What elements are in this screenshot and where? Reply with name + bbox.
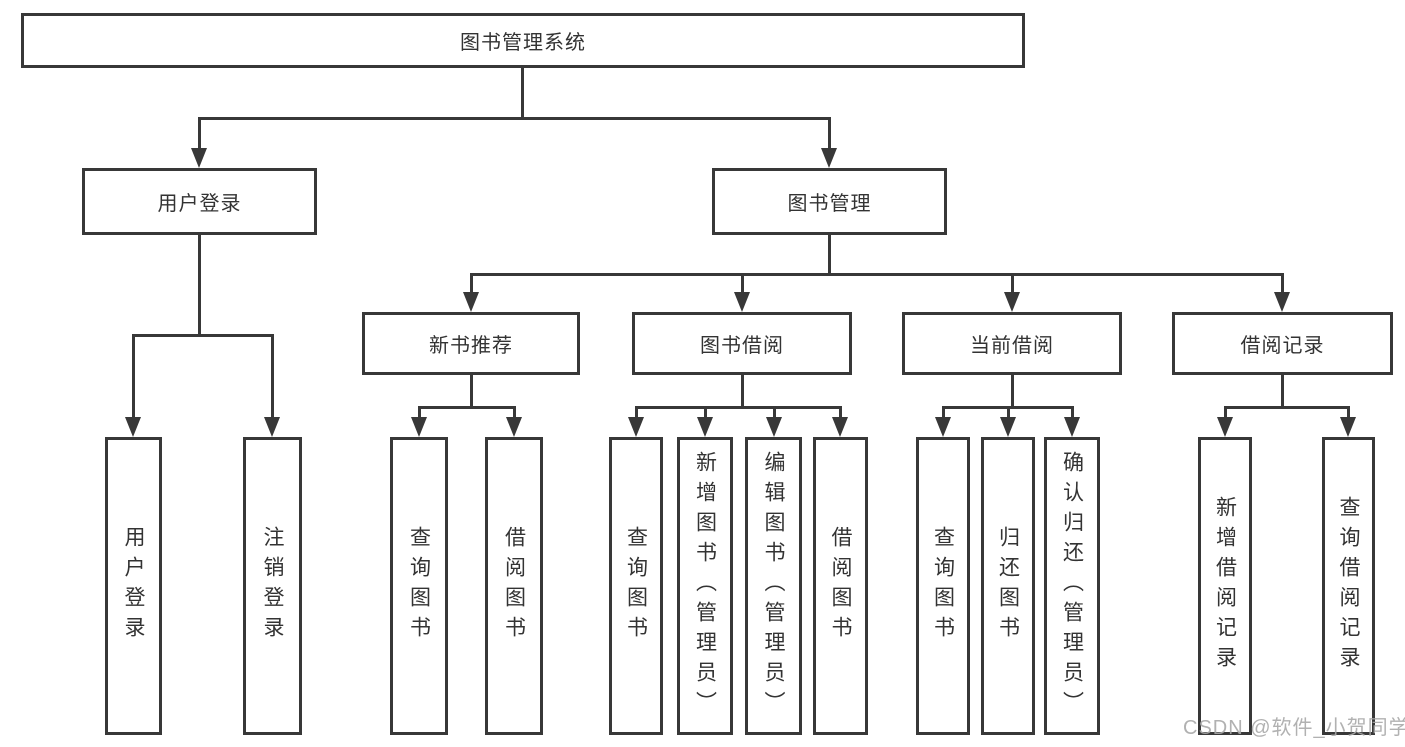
connector-line <box>773 406 776 419</box>
arrow-down-icon <box>264 417 280 437</box>
connector-line <box>839 406 842 419</box>
connector-line <box>942 406 945 419</box>
node-label: 当前借阅 <box>970 335 1054 357</box>
node-root-label: 图书管理系统 <box>460 32 586 54</box>
leaf-query-books-current: 查询图书 <box>916 437 970 735</box>
connector-line <box>635 406 842 409</box>
leaf-label: 查询图书 <box>931 526 955 646</box>
connector-line <box>132 334 274 337</box>
connector-line <box>1224 406 1227 419</box>
connector-line <box>470 375 473 408</box>
connector-line <box>418 406 421 419</box>
connector-line <box>198 117 831 120</box>
arrow-down-icon <box>1064 417 1080 437</box>
arrow-down-icon <box>463 292 479 312</box>
leaf-label: 新增借阅记录 <box>1213 496 1237 676</box>
node-borrow-records: 借阅记录 <box>1172 312 1393 375</box>
arrow-down-icon <box>191 148 207 168</box>
connector-line <box>271 334 274 417</box>
leaf-add-book-admin: 新增图书（管理员） <box>677 437 733 735</box>
leaf-add-borrow-record: 新增借阅记录 <box>1198 437 1252 735</box>
connector-line <box>513 406 516 419</box>
node-book-borrow: 图书借阅 <box>632 312 852 375</box>
connector-line <box>198 117 201 150</box>
node-label: 借阅记录 <box>1240 335 1325 357</box>
node-label: 图书借阅 <box>700 335 784 357</box>
leaf-return-book: 归还图书 <box>981 437 1035 735</box>
leaf-query-borrow-record: 查询借阅记录 <box>1322 437 1375 735</box>
connector-line <box>470 273 473 294</box>
node-new-book-recommend: 新书推荐 <box>362 312 580 375</box>
leaf-query-books-borrow: 查询图书 <box>609 437 663 735</box>
connector-line <box>1071 406 1074 419</box>
leaf-label: 注销登录 <box>261 526 284 646</box>
arrow-down-icon <box>1004 292 1020 312</box>
connector-line <box>521 68 524 118</box>
arrow-down-icon <box>628 417 644 437</box>
node-label: 新书推荐 <box>429 335 513 357</box>
arrow-down-icon <box>125 417 141 437</box>
node-label: 用户登录 <box>157 193 242 215</box>
leaf-label: 查询图书 <box>407 526 431 646</box>
leaf-edit-book-admin: 编辑图书（管理员） <box>745 437 802 735</box>
leaf-query-books-recommend: 查询图书 <box>390 437 448 735</box>
node-root: 图书管理系统 <box>21 13 1025 68</box>
connector-line <box>741 375 744 408</box>
arrow-down-icon <box>766 417 782 437</box>
connector-line <box>1224 406 1350 409</box>
connector-line <box>704 406 707 419</box>
connector-line <box>470 273 1284 276</box>
node-user-login: 用户登录 <box>82 168 317 235</box>
arrow-down-icon <box>697 417 713 437</box>
connector-line <box>741 273 744 294</box>
arrow-down-icon <box>734 292 750 312</box>
arrow-down-icon <box>1340 417 1356 437</box>
leaf-label: 查询图书 <box>624 526 648 646</box>
leaf-label: 借阅图书 <box>829 526 852 646</box>
leaf-user-login: 用户登录 <box>105 437 162 735</box>
arrow-down-icon <box>935 417 951 437</box>
arrow-down-icon <box>1000 417 1016 437</box>
node-label: 图书管理 <box>787 193 872 215</box>
connector-line <box>1347 406 1350 419</box>
connector-line <box>1281 375 1284 408</box>
leaf-label: 归还图书 <box>996 526 1020 646</box>
leaf-label: 查询借阅记录 <box>1337 496 1360 676</box>
leaf-borrow-book: 借阅图书 <box>813 437 868 735</box>
connector-line <box>198 235 201 335</box>
node-book-management: 图书管理 <box>712 168 947 235</box>
connector-line <box>828 117 831 150</box>
connector-line <box>1011 273 1014 294</box>
leaf-label: 确认归还（管理员） <box>1060 451 1084 721</box>
arrow-down-icon <box>411 417 427 437</box>
node-current-borrow: 当前借阅 <box>902 312 1122 375</box>
arrow-down-icon <box>821 148 837 168</box>
connector-line <box>418 406 516 409</box>
leaf-logout: 注销登录 <box>243 437 302 735</box>
leaf-label: 编辑图书（管理员） <box>762 451 785 721</box>
arrow-down-icon <box>1274 292 1290 312</box>
leaf-label: 借阅图书 <box>502 526 526 646</box>
arrow-down-icon <box>506 417 522 437</box>
leaf-label: 新增图书（管理员） <box>693 451 717 721</box>
arrow-down-icon <box>1217 417 1233 437</box>
leaf-borrow-books-recommend: 借阅图书 <box>485 437 543 735</box>
connector-line <box>1007 406 1010 419</box>
connector-line <box>132 334 135 417</box>
csdn-watermark: CSDN @软件_小贺同学 <box>1183 717 1405 739</box>
connector-line <box>1281 273 1284 294</box>
leaf-confirm-return-admin: 确认归还（管理员） <box>1044 437 1100 735</box>
arrow-down-icon <box>832 417 848 437</box>
connector-line <box>828 235 831 276</box>
connector-line <box>635 406 638 419</box>
leaf-label: 用户登录 <box>122 526 145 646</box>
connector-line <box>1011 375 1014 408</box>
